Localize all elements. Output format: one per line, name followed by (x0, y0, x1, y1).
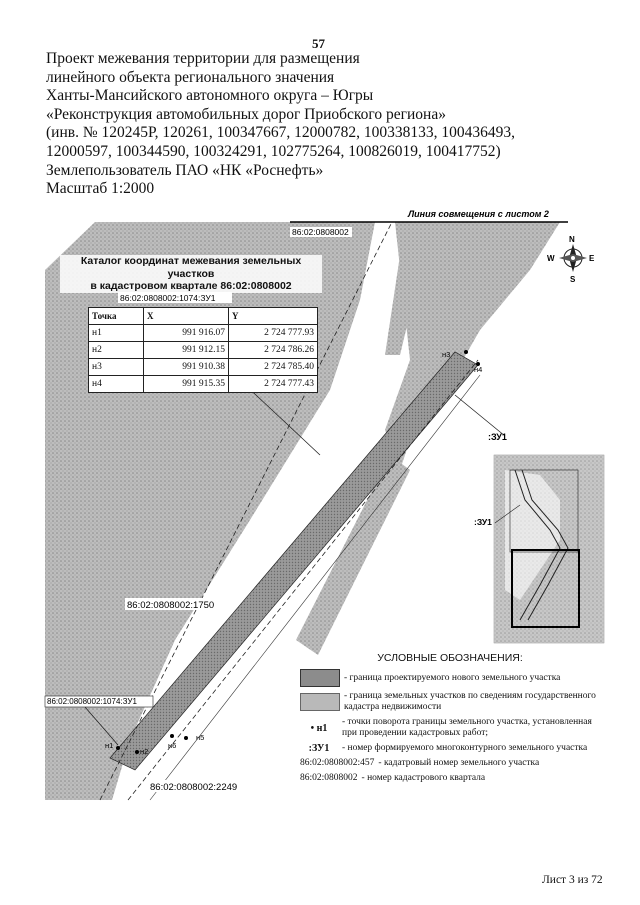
point-n5: н5 (196, 733, 204, 742)
header-line-6: 12000597, 100344590, 100324291, 10277526… (46, 142, 501, 160)
column-header-x: X (143, 307, 229, 325)
legend-item-zu-number: :ЗУ1 - номер формируемого многоконтурног… (300, 743, 600, 754)
legend-item-turning-point: • н1 - точки поворота границы земельного… (300, 717, 600, 739)
table-row: н3 991 910.38 2 724 785.40 (88, 358, 318, 376)
legend-swatch-dark (300, 669, 340, 687)
point-n4: н4 (474, 365, 482, 374)
label-parcel-1074-top: 86:02:0808002:1074:ЗУ1 (120, 293, 216, 303)
compass-east: E (589, 254, 595, 263)
cell-x: 991 916.07 (143, 324, 229, 342)
table-row: н1 991 916.07 2 724 777.93 (88, 324, 318, 342)
legend-swatch-light (300, 693, 340, 711)
column-header-point: Точка (88, 307, 144, 325)
land-strip-center (385, 222, 432, 355)
table-header-row: Точка X Y (88, 307, 318, 325)
table-row: н4 991 915.35 2 724 777.43 (88, 375, 318, 393)
point-n1: н1 (105, 741, 113, 750)
legend-item-quarter-number: 86:02:0808002 - номер кадастрового кварт… (300, 773, 600, 784)
cell-x: 991 910.38 (143, 358, 229, 376)
label-parcel-1074-bottom: 86:02:0808002:1074:ЗУ1 (47, 697, 137, 706)
legend-symbol-zu: :ЗУ1 (308, 743, 330, 754)
header-line-4: «Реконструкция автомобильных дорог Приоб… (46, 105, 446, 123)
catalog-title-line-2: в кадастровом квартале 86:02:0808002 (90, 280, 292, 292)
point-n6: н6 (168, 741, 176, 750)
header-line-8: Масштаб 1:2000 (46, 180, 155, 198)
cell-point: н4 (88, 375, 144, 393)
legend-text-new-parcel: - граница проектируемого нового земельно… (344, 672, 561, 683)
cell-x: 991 912.15 (143, 341, 229, 359)
header-line-1: Проект межевания территории для размещен… (46, 50, 360, 67)
header-line-3: Ханты-Мансийского автономного округа – Ю… (46, 87, 374, 105)
inset-label-zu1: :ЗУ1 (474, 517, 492, 527)
sheet-footer: Лист 3 из 72 (542, 874, 603, 886)
header-line-5: (инв. № 120245Р, 120261, 100347667, 1200… (46, 124, 516, 142)
header-line-2: линейного объекта регионального значения (46, 68, 335, 86)
legend-title: УСЛОВНЫЕ ОБОЗНАЧЕНИЯ: (377, 652, 523, 664)
page-number: 57 (312, 36, 325, 51)
document-header: Проект межевания территории для размещен… (46, 50, 626, 199)
legend-item-cadastre-boundary: - граница земельных участков по сведения… (300, 691, 600, 713)
catalog-title-line-1: Каталог координат межевания земельных уч… (80, 255, 302, 280)
header-line-7: Землепользователь ПАО «НК «Роснефть» (46, 161, 324, 179)
cell-y: 2 724 777.93 (228, 324, 318, 342)
cell-y: 2 724 785.40 (228, 358, 318, 376)
point-n3: н3 (442, 350, 450, 359)
legend-text-quarter-number: - номер кадастрового квартала (361, 773, 486, 783)
catalog-title: Каталог координат межевания земельных уч… (60, 255, 322, 293)
leader-line-zu1 (454, 394, 506, 437)
label-quarter-top: 86:02:0808002 (292, 227, 349, 237)
cell-x: 991 915.35 (143, 375, 229, 393)
land-area-lower-right (296, 455, 410, 655)
boundary-dashed-2 (127, 359, 479, 801)
label-parcel-1750: 86:02:0808002:1750 (127, 600, 214, 611)
compass-rose: N S E W (547, 235, 595, 284)
coordinate-table: Точка X Y н1 991 916.07 2 724 777.93 н2 … (88, 307, 318, 393)
legend-text-zu-number: - номер формируемого многоконтурного зем… (342, 743, 588, 753)
cell-point: н2 (88, 341, 144, 359)
turning-points: н3 н4 н1 н2 н5 н6 (105, 350, 482, 756)
inset-overview-map: :ЗУ1 (474, 454, 605, 644)
boundary-line-3 (149, 374, 481, 801)
legend-text-turning-point: - точки поворота границы земельного учас… (342, 717, 592, 738)
label-zu1-right: :ЗУ1 (488, 432, 507, 442)
legend-text-cadastre-boundary: - граница земельных участков по сведения… (344, 691, 596, 712)
compass-west: W (547, 254, 555, 263)
compass-north: N (569, 235, 575, 244)
legend-item-new-parcel: - граница проектируемого нового земельно… (300, 669, 600, 687)
map-legend: УСЛОВНЫЕ ОБОЗНАЧЕНИЯ: - граница проектир… (300, 652, 600, 788)
leader-line-1074 (84, 706, 119, 746)
legend-item-parcel-number: 86:02:0808002:457 - кадатровый номер зем… (300, 758, 600, 769)
table-row: н2 991 912.15 2 724 786.26 (88, 341, 318, 359)
compass-south: S (570, 275, 576, 284)
point-n2: н2 (140, 747, 148, 756)
legend-text-parcel-number: - кадатровый номер земельного участка (378, 758, 540, 768)
label-parcel-2249: 86:02:0808002:2249 (150, 782, 237, 793)
legend-symbol-quarter: 86:02:0808002 (300, 773, 358, 783)
cell-point: н1 (88, 324, 144, 342)
legend-symbol-point: • н1 (310, 722, 328, 734)
cell-y: 2 724 777.43 (228, 375, 318, 393)
cell-y: 2 724 786.26 (228, 341, 318, 359)
cell-point: н3 (88, 358, 144, 376)
sheet-join-label: Линия совмещения с листом 2 (407, 209, 549, 219)
legend-symbol-parcel: 86:02:0808002:457 (300, 758, 375, 768)
column-header-y: Y (228, 307, 318, 325)
